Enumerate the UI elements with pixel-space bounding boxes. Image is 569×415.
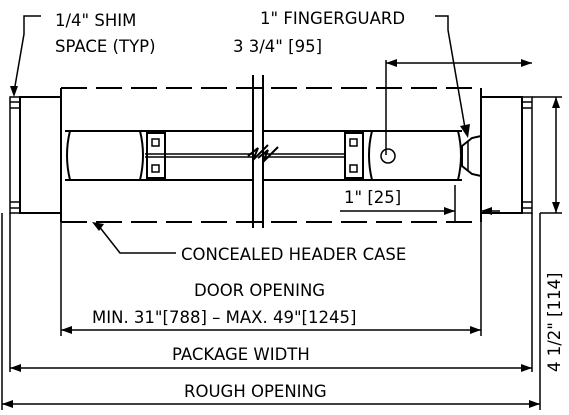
- header-case-outline: [60, 87, 482, 223]
- dimension-lines: [1, 59, 562, 410]
- door-panel-right: [263, 130, 462, 181]
- shim-label-line2: SPACE (TYP): [55, 37, 156, 56]
- left-jamb: [9, 96, 62, 214]
- right-jamb: [480, 96, 533, 214]
- leaders: [10, 15, 470, 254]
- height-dim-label: 4 1/2" [114]: [545, 273, 564, 373]
- package-width-label: PACKAGE WIDTH: [172, 345, 310, 364]
- fingerguard-label: 1" FINGERGUARD: [260, 9, 405, 28]
- door-panel-left: [65, 130, 253, 181]
- rough-opening-label: ROUGH OPENING: [184, 382, 327, 401]
- door-opening-label: DOOR OPENING: [194, 281, 325, 300]
- shim-label-line1: 1/4" SHIM: [55, 11, 136, 30]
- header-case-label: CONCEALED HEADER CASE: [181, 245, 406, 264]
- dim-one-label: 1" [25]: [344, 188, 401, 207]
- dim-top-label: 3 3/4" [95]: [233, 37, 322, 56]
- fingerguard: [461, 134, 482, 178]
- break-lines: [247, 75, 279, 228]
- door-range-label: MIN. 31"[788] – MAX. 49"[1245]: [92, 308, 356, 327]
